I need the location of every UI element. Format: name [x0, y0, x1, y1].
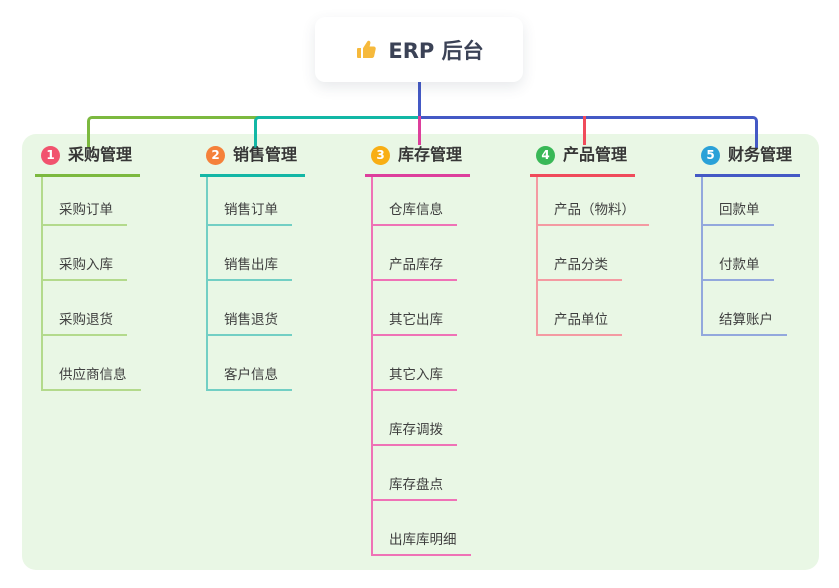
branch-4-connector	[583, 116, 586, 145]
child-node[interactable]: 客户信息	[208, 336, 292, 391]
root-connector-line	[418, 80, 421, 119]
child-node[interactable]: 采购退货	[43, 281, 127, 336]
child-node[interactable]: 产品单位	[538, 281, 622, 336]
branch-2-title[interactable]: 2 销售管理	[200, 143, 306, 177]
child-node[interactable]: 采购入库	[43, 226, 127, 281]
branch-number-badge: 1	[41, 145, 60, 165]
branch-5-title[interactable]: 5 财务管理	[695, 143, 801, 177]
root-node[interactable]: ERP 后台	[315, 17, 523, 82]
branch-number-badge: 4	[536, 145, 555, 165]
branch-5: 5 财务管理回款单付款单结算账户	[695, 143, 801, 336]
branch-5-connector	[418, 116, 758, 148]
child-node[interactable]: 库存盘点	[373, 446, 457, 501]
child-node[interactable]: 库存调拨	[373, 391, 457, 446]
branch-2: 2 销售管理销售订单销售出库销售退货客户信息	[200, 143, 306, 391]
child-node[interactable]: 产品分类	[538, 226, 622, 281]
branch-5-children: 回款单付款单结算账户	[701, 177, 787, 336]
child-node[interactable]: 采购订单	[43, 177, 127, 226]
branch-1-connector	[87, 116, 259, 148]
child-node[interactable]: 销售订单	[208, 177, 292, 226]
branch-title-label: 财务管理	[728, 145, 793, 164]
branches-panel	[22, 134, 819, 570]
child-node[interactable]: 销售退货	[208, 281, 292, 336]
child-node[interactable]: 供应商信息	[43, 336, 141, 391]
branch-title-label: 库存管理	[398, 145, 463, 164]
branch-number-badge: 3	[371, 145, 390, 165]
branch-title-label: 销售管理	[233, 145, 298, 164]
branch-1-title[interactable]: 1 采购管理	[35, 143, 141, 177]
branch-2-children: 销售订单销售出库销售退货客户信息	[206, 177, 292, 391]
child-node[interactable]: 产品库存	[373, 226, 457, 281]
branch-1: 1 采购管理采购订单采购入库采购退货供应商信息	[35, 143, 141, 391]
root-node-label: ERP 后台	[388, 38, 484, 63]
branch-3-title[interactable]: 3 库存管理	[365, 143, 471, 177]
branch-4-children: 产品（物料）产品分类产品单位	[536, 177, 649, 336]
child-node[interactable]: 回款单	[703, 177, 774, 226]
branch-3-children: 仓库信息产品库存其它出库其它入库库存调拨库存盘点出库库明细	[371, 177, 471, 556]
child-node[interactable]: 产品（物料）	[538, 177, 649, 226]
branch-4-title[interactable]: 4 产品管理	[530, 143, 636, 177]
branch-title-label: 产品管理	[563, 145, 628, 164]
branch-4: 4 产品管理产品（物料）产品分类产品单位	[530, 143, 649, 336]
child-node[interactable]: 其它入库	[373, 336, 457, 391]
branch-number-badge: 5	[701, 145, 720, 165]
thumbs-up-icon	[357, 40, 377, 58]
branch-3: 3 库存管理仓库信息产品库存其它出库其它入库库存调拨库存盘点出库库明细	[365, 143, 471, 556]
child-node[interactable]: 付款单	[703, 226, 774, 281]
branch-title-label: 采购管理	[68, 145, 133, 164]
branch-1-children: 采购订单采购入库采购退货供应商信息	[41, 177, 141, 391]
branch-3-connector	[418, 116, 421, 145]
child-node[interactable]: 仓库信息	[373, 177, 457, 226]
child-node[interactable]: 出库库明细	[373, 501, 471, 556]
branch-2-connector	[254, 116, 423, 148]
child-node[interactable]: 销售出库	[208, 226, 292, 281]
branch-number-badge: 2	[206, 145, 225, 165]
child-node[interactable]: 结算账户	[703, 281, 787, 336]
child-node[interactable]: 其它出库	[373, 281, 457, 336]
